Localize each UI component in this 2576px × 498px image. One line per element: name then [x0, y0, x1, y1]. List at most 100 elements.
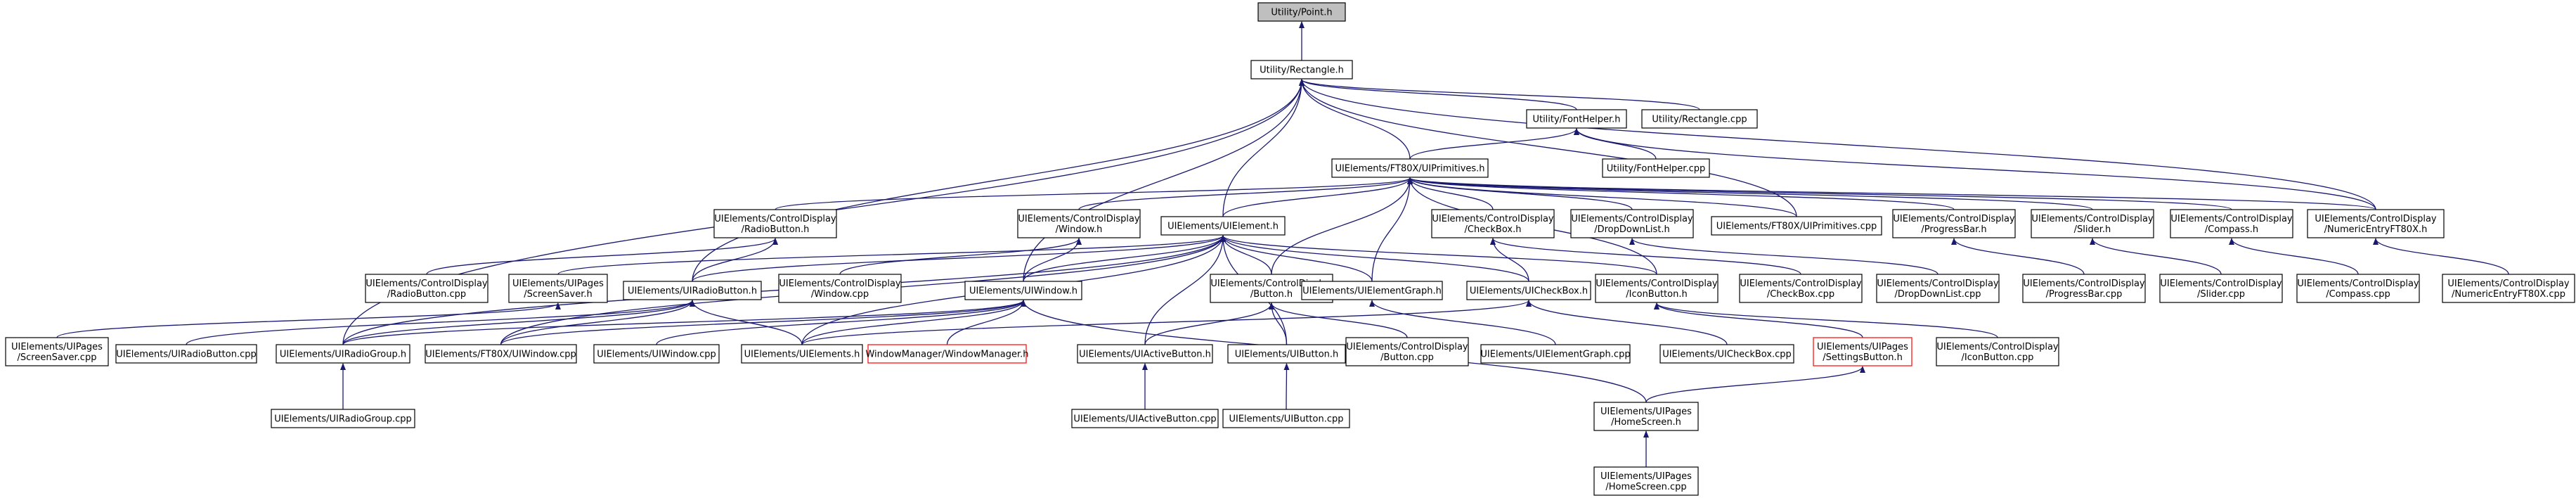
- edge-uiactivebutton_h-to-uielement_h: [1144, 235, 1226, 345]
- node-box: [1659, 344, 1794, 364]
- node-progress-cd-h[interactable]: UIElements/ControlDisplay/ProgressBar.h: [1892, 209, 2016, 238]
- node-settingsbutton-h[interactable]: UIElements/UIPages/SettingsButton.h: [1813, 337, 1912, 366]
- node-label: UIElements/ControlDisplay: [1936, 342, 2059, 352]
- edge-uiactivebutton_h-to-button_cd_h: [1144, 302, 1274, 345]
- node-box: [365, 274, 488, 303]
- edge-slider_cd_h-to-uiprim_h: [1407, 177, 2093, 210]
- node-box: [1739, 274, 1863, 303]
- node-label: /ScreenSaver.h: [524, 289, 593, 300]
- node-uiradiobutton-cpp[interactable]: UIElements/UIRadioButton.cpp: [115, 344, 257, 364]
- node-label: UIElements/UIButton.h: [1235, 350, 1339, 360]
- node-label: /HomeScreen.h: [1611, 417, 1681, 428]
- node-fonthelper-cpp[interactable]: Utility/FontHelper.cpp: [1602, 158, 1710, 178]
- edge-uielement_h-to-rect_h: [1222, 79, 1305, 217]
- node-dropdown-cd-h[interactable]: UIElements/ControlDisplay/DropDownList.h: [1570, 209, 1694, 238]
- node-box: [1466, 281, 1591, 300]
- node-screensaver-h[interactable]: UIElements/UIPages/ScreenSaver.h: [508, 274, 608, 303]
- node-dropdown-cd-cpp[interactable]: UIElements/ControlDisplay/DropDownList.c…: [1876, 274, 2000, 303]
- node-box: [867, 344, 1027, 364]
- node-windowmanager-h[interactable]: WindowManager/WindowManager.h: [865, 344, 1029, 364]
- node-slider-cd-cpp[interactable]: UIElements/ControlDisplay/Slider.cpp: [2159, 274, 2283, 303]
- node-label: UIElements/UIPages: [1600, 407, 1692, 417]
- node-ft80x-uiwindow-cpp[interactable]: UIElements/FT80X/UIWindow.cpp: [425, 344, 577, 364]
- node-button-cd-cpp[interactable]: UIElements/ControlDisplay/Button.cpp: [1345, 337, 1469, 366]
- node-uibutton-h[interactable]: UIElements/UIButton.h: [1227, 344, 1346, 364]
- node-uielementgraph-h[interactable]: UIElements/UIElementGraph.h: [1301, 281, 1443, 300]
- node-box: [1160, 216, 1286, 236]
- node-box: [1250, 60, 1353, 79]
- node-uiprim-h[interactable]: UIElements/FT80X/UIPrimitives.h: [1331, 158, 1489, 178]
- node-uiradiogroup-h[interactable]: UIElements/UIRadioGroup.h: [276, 344, 410, 364]
- node-numentry-cd-cpp[interactable]: UIElements/ControlDisplay/NumericEntryFT…: [2442, 274, 2575, 303]
- edge-uielements_h-to-uicheckbox_h: [801, 300, 1532, 345]
- edge-iconbutton_cd_cpp-to-iconbutton_cd_h: [1654, 302, 1998, 338]
- node-label: UIElements/UICheckBox.cpp: [1662, 350, 1792, 360]
- node-uiwindow-h[interactable]: UIElements/UIWindow.h: [964, 281, 1082, 300]
- node-slider-cd-h[interactable]: UIElements/ControlDisplay/Slider.h: [2031, 209, 2154, 238]
- node-uiactivebutton-cpp[interactable]: UIElements/UIActiveButton.cpp: [1071, 409, 1219, 428]
- edge-window_cd_h-to-uiprim_h: [1078, 177, 1413, 210]
- node-label: UIElements/UIWindow.h: [969, 286, 1077, 297]
- node-window-cd-h[interactable]: UIElements/ControlDisplay/Window.h: [1017, 209, 1141, 238]
- edge-compass_cd_cpp-to-compass_cd_h: [2229, 238, 2359, 275]
- node-compass-cd-h[interactable]: UIElements/ControlDisplay/Compass.h: [2170, 209, 2293, 238]
- node-box: [276, 344, 410, 364]
- edge-rect_cpp-to-rect_h: [1299, 79, 1700, 110]
- node-checkbox-cd-h[interactable]: UIElements/ControlDisplay/CheckBox.h: [1431, 209, 1555, 238]
- node-uibutton-cpp[interactable]: UIElements/UIButton.cpp: [1222, 409, 1350, 428]
- edge-uielements_h-to-uiradiobutton_h: [690, 300, 803, 345]
- node-label: UIElements/ControlDisplay: [1893, 214, 2015, 224]
- node-box: [593, 344, 720, 364]
- node-box: [1595, 274, 1719, 303]
- node-label: UIElements/UIActiveButton.h: [1079, 350, 1211, 360]
- edge-uicheckbox_h-to-uielement_h: [1220, 235, 1529, 282]
- node-label: UIElements/UIRadioGroup.cpp: [274, 414, 412, 425]
- node-window-cd-cpp[interactable]: UIElements/ControlDisplay/Window.cpp: [778, 274, 902, 303]
- node-homescreen-cpp[interactable]: UIElements/UIPages/HomeScreen.cpp: [1593, 466, 1699, 496]
- node-rect-h[interactable]: Utility/Rectangle.h: [1250, 60, 1353, 79]
- node-uiradiobutton-h[interactable]: UIElements/UIRadioButton.h: [623, 281, 762, 300]
- edge-uiradiogroup_h-to-uiradiobutton_h: [342, 300, 695, 345]
- edge-uiwindow_h-to-uielement_h: [1023, 235, 1226, 282]
- node-label: UIElements/ControlDisplay: [2160, 279, 2282, 289]
- edge-uiprim_cpp-to-rect_h: [1299, 79, 1797, 217]
- node-uicheckbox-h[interactable]: UIElements/UICheckBox.h: [1466, 281, 1591, 300]
- node-box: [713, 209, 837, 238]
- node-box: [1526, 109, 1627, 129]
- node-label: Utility/FontHelper.h: [1532, 115, 1620, 125]
- node-label: UIElements/ControlDisplay: [2315, 214, 2437, 224]
- node-fonthelper-h[interactable]: Utility/FontHelper.h: [1526, 109, 1627, 129]
- node-radiobutton-cd-h[interactable]: UIElements/ControlDisplay/RadioButton.h: [713, 209, 837, 238]
- node-radiobutton-cd-cpp[interactable]: UIElements/ControlDisplay/RadioButton.cp…: [365, 274, 488, 303]
- node-iconbutton-cd-cpp[interactable]: UIElements/ControlDisplay/IconButton.cpp: [1936, 337, 2059, 366]
- node-uiactivebutton-h[interactable]: UIElements/UIActiveButton.h: [1077, 344, 1213, 364]
- node-box: [1813, 337, 1912, 366]
- edge-numentry_cd_h-to-fonthelper_h: [1574, 128, 2376, 210]
- node-uiwindow-cpp[interactable]: UIElements/UIWindow.cpp: [593, 344, 720, 364]
- node-homescreen-h[interactable]: UIElements/UIPages/HomeScreen.h: [1593, 402, 1699, 431]
- node-iconbutton-cd-h[interactable]: UIElements/ControlDisplay/IconButton.h: [1595, 274, 1719, 303]
- node-label: /IconButton.cpp: [1962, 352, 2034, 363]
- node-numentry-cd-h[interactable]: UIElements/ControlDisplay/NumericEntryFT…: [2307, 209, 2445, 238]
- node-label: UIElements/ControlDisplay: [2023, 279, 2145, 289]
- edge-windowmanager_h-to-uiwindow_h: [946, 300, 1026, 345]
- edge-progress_cd_cpp-to-progress_cd_h: [1951, 238, 2085, 275]
- node-label: UIElements/UIRadioButton.h: [628, 286, 757, 297]
- node-uiprim-cpp[interactable]: UIElements/FT80X/UIPrimitives.cpp: [1711, 216, 1882, 236]
- node-uicheckbox-cpp[interactable]: UIElements/UICheckBox.cpp: [1659, 344, 1794, 364]
- node-uielements-h[interactable]: UIElements/UIElements.h: [741, 344, 863, 364]
- node-label: Utility/Rectangle.h: [1260, 65, 1344, 76]
- node-label: UIElements/ControlDisplay: [1596, 279, 1718, 289]
- node-progress-cd-cpp[interactable]: UIElements/ControlDisplay/ProgressBar.cp…: [2022, 274, 2146, 303]
- node-checkbox-cd-cpp[interactable]: UIElements/ControlDisplay/CheckBox.cpp: [1739, 274, 1863, 303]
- node-uiradiogroup-cpp[interactable]: UIElements/UIRadioGroup.cpp: [271, 409, 415, 428]
- node-rect-cpp[interactable]: Utility/Rectangle.cpp: [1641, 109, 1758, 129]
- edge-checkbox_cd_h-to-uiprim_h: [1407, 177, 1494, 210]
- node-point-h[interactable]: Utility/Point.h: [1257, 2, 1346, 22]
- node-screensaver-cpp[interactable]: UIElements/UIPages/ScreenSaver.cpp: [5, 337, 109, 366]
- node-box: [741, 344, 863, 364]
- node-uielementgraph-cpp[interactable]: UIElements/UIElementGraph.cpp: [1480, 344, 1631, 364]
- node-compass-cd-cpp[interactable]: UIElements/ControlDisplay/Compass.cpp: [2296, 274, 2420, 303]
- node-uielement-h[interactable]: UIElements/UIElement.h: [1160, 216, 1286, 236]
